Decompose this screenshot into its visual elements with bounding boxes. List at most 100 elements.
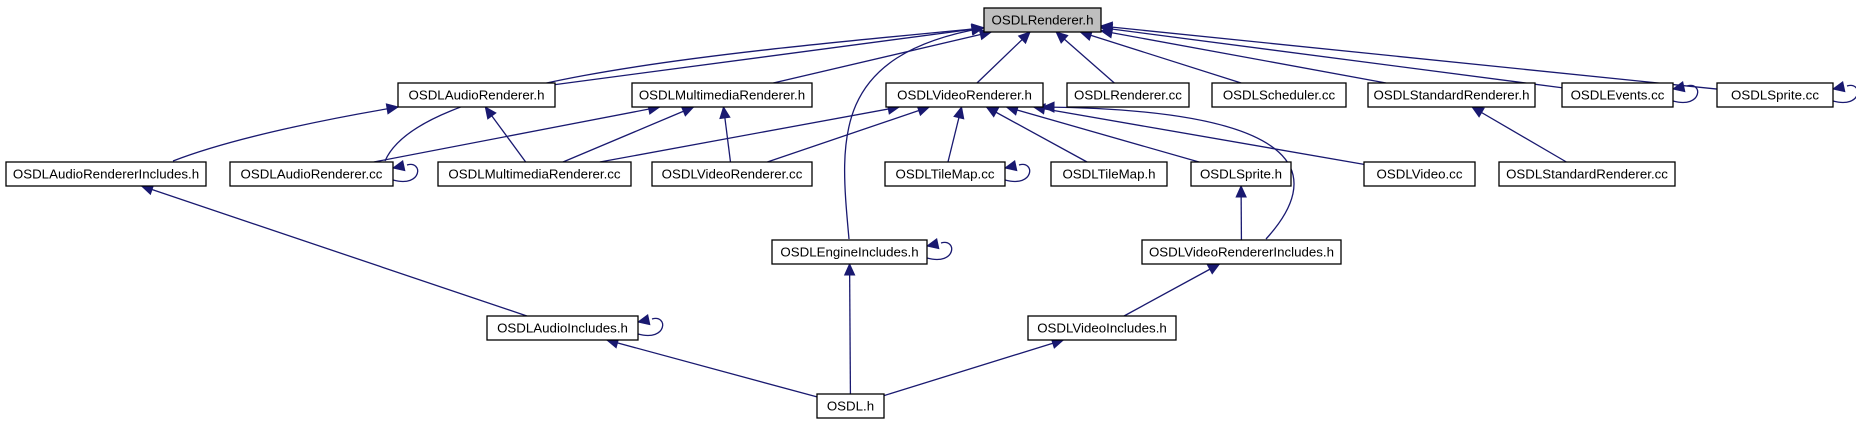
edge-line [141, 185, 528, 317]
edge-line [392, 163, 419, 183]
node-label: OSDLVideo.cc [1377, 167, 1463, 182]
node-box [1716, 82, 1834, 108]
graph-node[interactable]: OSDLVideo.cc [1363, 161, 1476, 187]
node-label: OSDLSprite.cc [1731, 88, 1819, 103]
node-label: OSDLTileMap.cc [895, 167, 994, 182]
edge-line [1006, 106, 1200, 163]
graph-node[interactable]: OSDLEngineIncludes.h [771, 239, 928, 265]
arrowhead [970, 24, 985, 36]
graph-node[interactable]: OSDLMultimediaRenderer.h [631, 82, 813, 108]
node-box [229, 161, 394, 187]
arrowhead [1003, 159, 1018, 172]
graph-node[interactable]: OSDLScheduler.cc [1211, 82, 1347, 108]
edge-line [1471, 106, 1567, 163]
graph-node[interactable]: OSDL.h [816, 393, 885, 419]
graph-node[interactable]: OSDLAudioRendererIncludes.h [5, 161, 207, 187]
edge-line [554, 27, 985, 86]
graph-node[interactable]: OSDLVideoIncludes.h [1027, 315, 1177, 341]
node-box [1363, 161, 1476, 187]
graph-node[interactable]: OSDLSprite.cc [1716, 82, 1834, 108]
edge-osdl_h-to-engine_includes_h [843, 262, 856, 395]
edge-line [767, 106, 930, 163]
graph-node[interactable]: OSDLVideoRendererIncludes.h [1141, 239, 1342, 265]
root-node[interactable]: OSDLRenderer.h [983, 7, 1102, 33]
edge-line [1100, 25, 1718, 90]
edge-line [637, 317, 664, 337]
graph-node[interactable]: OSDLAudioIncludes.h [486, 315, 639, 341]
graph-node[interactable]: OSDLVideoRenderer.h [885, 82, 1044, 108]
edge-engine_includes_h-to-engine_includes_h [925, 237, 953, 261]
node-label: OSDLMultimediaRenderer.h [639, 88, 805, 103]
edge-line [1080, 31, 1242, 84]
arrowhead [636, 313, 651, 326]
edge-line [773, 31, 992, 84]
edge-tilemap_cc-to-video_renderer_h [947, 105, 965, 163]
edge-audio_renderer_includes_h-to-audio_renderer_h [172, 103, 400, 162]
node-label: OSDL.h [827, 399, 874, 414]
node-box [397, 82, 556, 108]
graph-node[interactable]: OSDLVideoRenderer.cc [651, 161, 813, 187]
node-box [1050, 161, 1168, 187]
edge-line [1100, 30, 1387, 84]
node-label: OSDLAudioRenderer.h [408, 88, 544, 103]
graph-node[interactable]: OSDLSprite.h [1190, 161, 1292, 187]
node-box [486, 315, 639, 341]
edge-video_renderer_cc-to-video_renderer_h [767, 105, 931, 163]
graph-node[interactable]: OSDLStandardRenderer.cc [1498, 161, 1676, 187]
graph-node[interactable]: OSDLAudioRenderer.h [397, 82, 556, 108]
arrowhead [843, 262, 856, 276]
node-box [771, 239, 928, 265]
edge-tilemap_cc-to-tilemap_cc [1003, 159, 1031, 183]
edge-line [384, 27, 984, 162]
edge-standard_renderer_h-to-renderer_h [1099, 27, 1387, 84]
edge-multimedia_renderer_cc-to-audio_renderer_h [484, 106, 527, 163]
arrowhead [1206, 263, 1221, 275]
node-label: OSDLStandardRenderer.h [1374, 88, 1530, 103]
graph-node[interactable]: OSDLAudioRenderer.cc [229, 161, 394, 187]
node-box [651, 161, 813, 187]
edge-video_cc-to-video_renderer_h [1032, 103, 1365, 166]
edge-line [1055, 31, 1115, 84]
edge-osdl_h-to-video_includes_h [883, 337, 1065, 397]
node-box [885, 82, 1044, 108]
graph-node[interactable]: OSDLTileMap.cc [884, 161, 1006, 187]
node-label: OSDLAudioRendererIncludes.h [13, 167, 199, 182]
graph-node[interactable]: OSDLEvents.cc [1561, 82, 1674, 108]
arrowhead [1831, 80, 1846, 93]
edge-line [1832, 84, 1856, 104]
edge-line [1004, 163, 1031, 183]
node-box [631, 82, 813, 108]
arrowhead [1055, 31, 1069, 44]
edge-audio_renderer_h-to-renderer_h [554, 23, 986, 86]
node-label: OSDLAudioIncludes.h [497, 321, 628, 336]
node-label: OSDLEvents.cc [1571, 88, 1665, 103]
edge-events_cc-to-events_cc [1671, 80, 1699, 104]
node-label: OSDLStandardRenderer.cc [1506, 167, 1668, 182]
node-label: OSDLRenderer.h [992, 13, 1094, 28]
arrowhead [385, 103, 400, 115]
node-label: OSDLEngineIncludes.h [780, 245, 918, 260]
node-label: OSDLScheduler.cc [1223, 88, 1336, 103]
arrowhead [953, 105, 965, 120]
edge-standard_renderer_cc-to-standard_renderer_h [1471, 106, 1567, 163]
node-box [816, 393, 885, 419]
node-box [1027, 315, 1177, 341]
edge-sprite_cc-to-sprite_cc [1831, 80, 1856, 104]
graph-node[interactable]: OSDLMultimediaRenderer.cc [437, 161, 632, 187]
graph-node[interactable]: OSDLRenderer.cc [1066, 82, 1190, 108]
graph-node[interactable]: OSDLTileMap.h [1050, 161, 1168, 187]
node-box [1367, 82, 1536, 108]
node-box [1141, 239, 1342, 265]
node-label: OSDLMultimediaRenderer.cc [448, 167, 621, 182]
edge-line [986, 106, 1088, 163]
graph-node[interactable]: OSDLStandardRenderer.h [1367, 82, 1536, 108]
node-box [5, 161, 207, 187]
edge-line [172, 106, 399, 162]
arrowhead [1235, 184, 1247, 198]
arrowhead [1471, 106, 1485, 118]
arrowhead [925, 237, 940, 250]
edge-renderer_cc-to-renderer_h [1055, 31, 1115, 84]
edge-line [373, 106, 660, 163]
